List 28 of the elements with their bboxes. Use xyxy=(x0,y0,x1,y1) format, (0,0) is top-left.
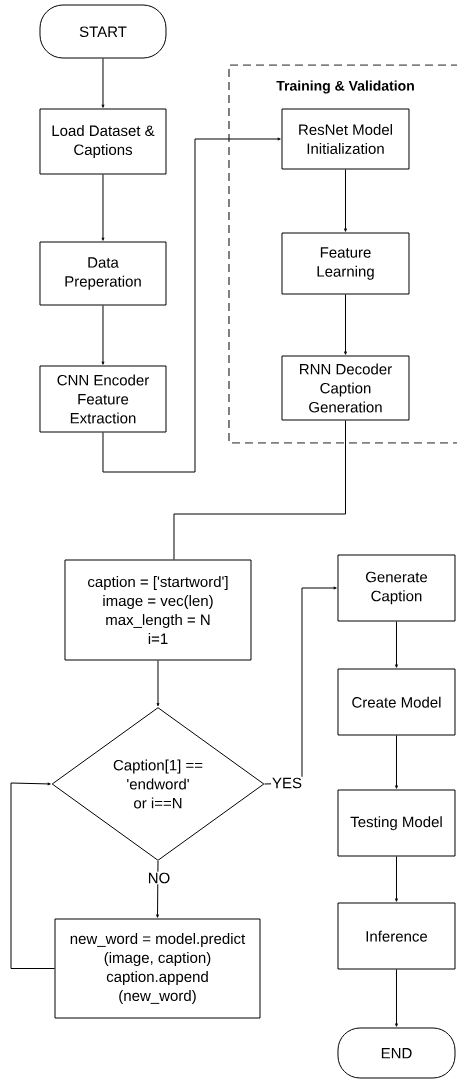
arrow xyxy=(10,782,55,969)
arrow xyxy=(395,735,398,789)
arrow xyxy=(344,169,347,232)
process-box: CNN Encoder Feature Extraction xyxy=(39,365,167,433)
arrow xyxy=(395,621,398,668)
process-box: Feature Learning xyxy=(281,232,410,295)
process-box: Inference xyxy=(337,902,456,970)
process-box: Testing Model xyxy=(337,789,456,857)
arrow xyxy=(344,294,347,355)
arrow xyxy=(101,305,105,365)
process-box: Create Model xyxy=(337,668,456,736)
process-box: ResNet Model Initialization xyxy=(281,108,410,170)
arrow xyxy=(156,860,159,918)
process-box: new_word = model.predict (image, caption) caption.append (new_word) xyxy=(54,918,261,1019)
process-box: Load Dataset & Captions xyxy=(39,108,167,175)
arrow xyxy=(395,856,398,902)
arrow xyxy=(156,660,160,707)
process-box: Data Preperation xyxy=(39,241,167,306)
process-box: RNN Decoder Caption Generation xyxy=(281,355,410,421)
process-box: caption = ['startword'] image = vec(len) max_length = N i=1 xyxy=(64,559,252,661)
arrow xyxy=(101,58,105,108)
edge-label: NO xyxy=(146,871,172,885)
arrow xyxy=(102,137,281,473)
arrow xyxy=(395,969,398,1027)
arrow xyxy=(101,174,105,241)
process-box: Generate Caption xyxy=(337,554,456,622)
group-heading: Training & Validation xyxy=(276,80,414,94)
edge-label: YES xyxy=(271,776,303,790)
